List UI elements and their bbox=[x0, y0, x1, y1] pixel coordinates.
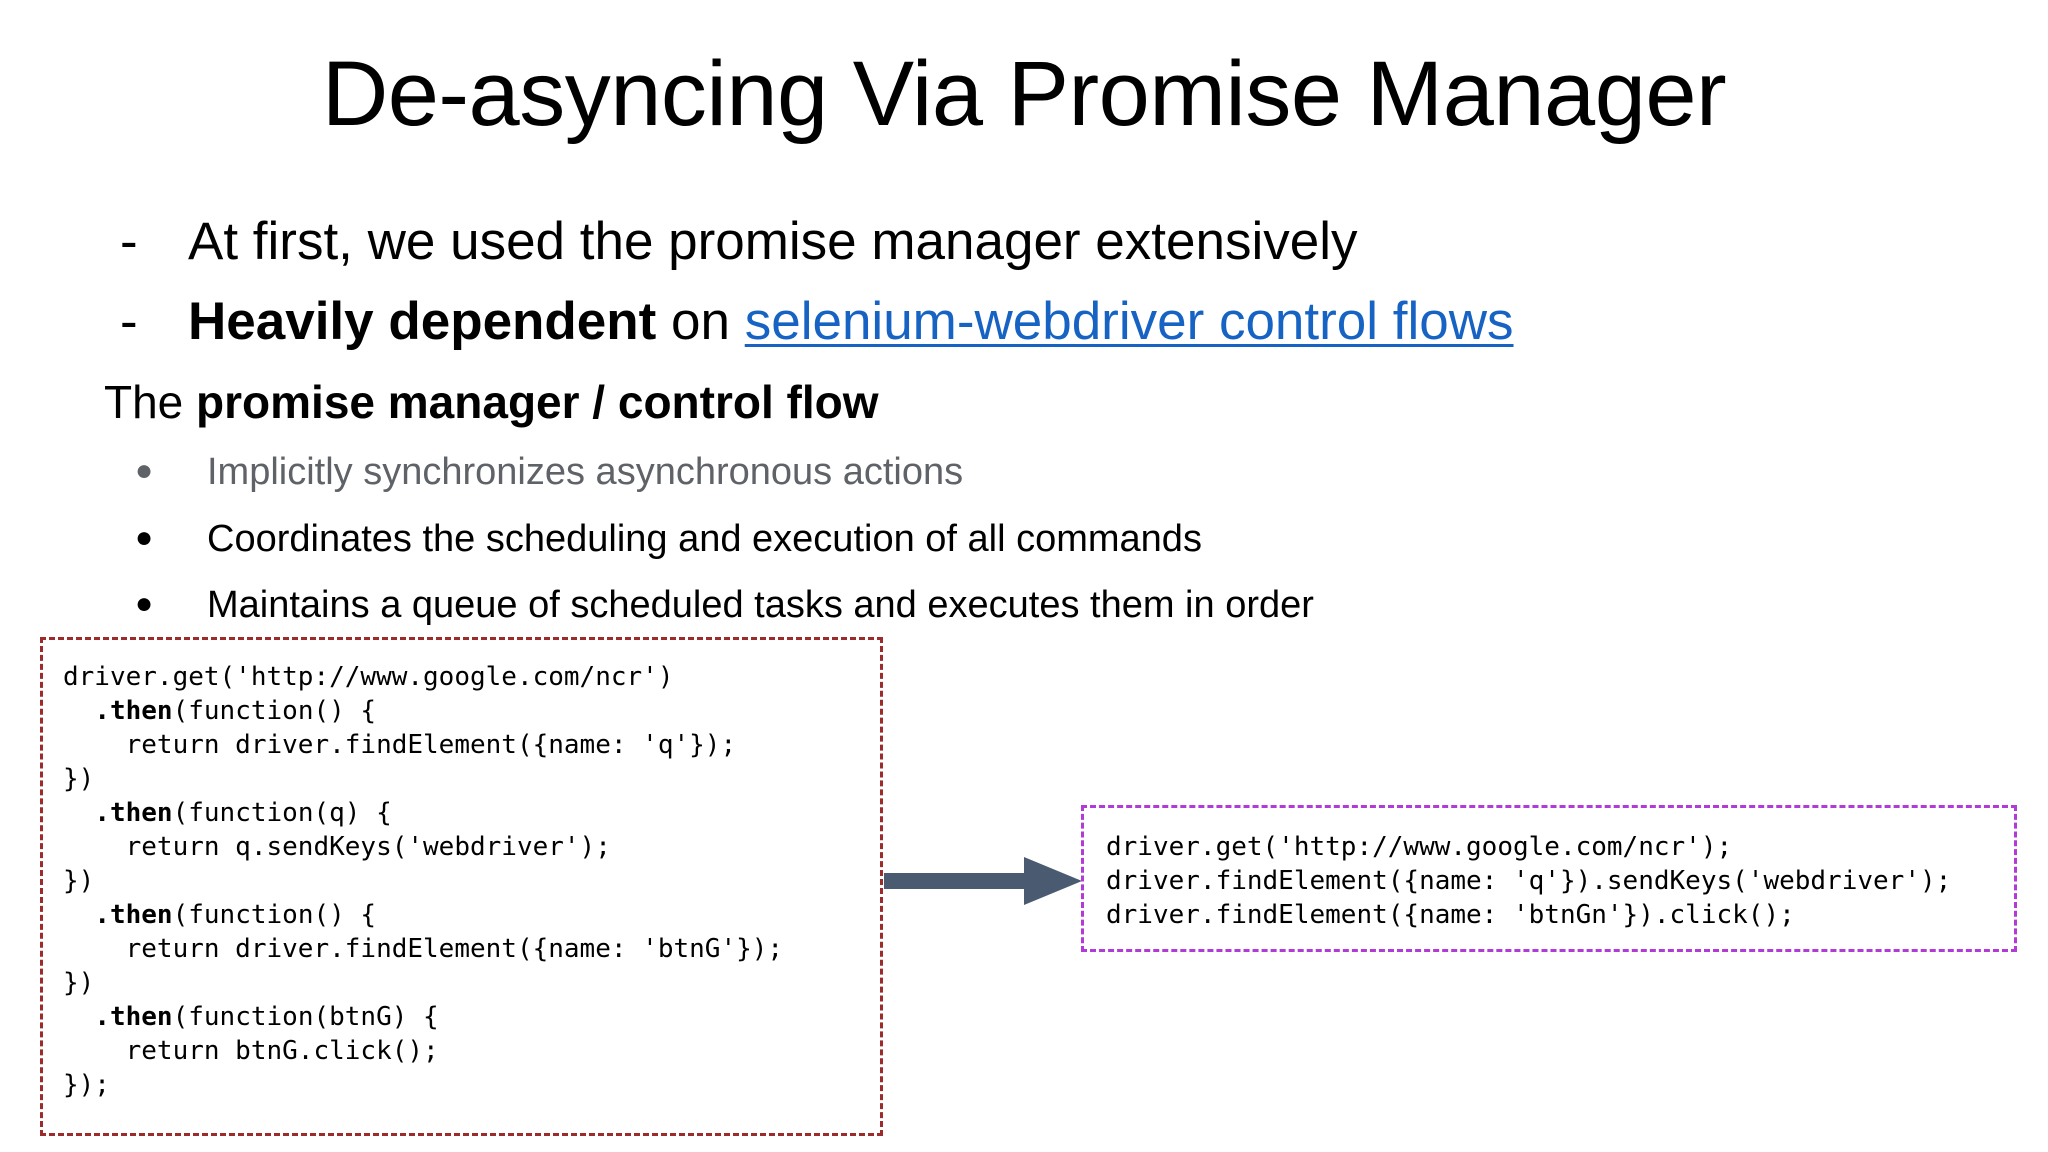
code-line: .then(function(q) { bbox=[63, 796, 880, 830]
code-text: (function(q) { bbox=[172, 798, 392, 828]
dash-bullet-marker: - bbox=[120, 212, 138, 271]
code-block-async-await: driver.get('http://www.google.com/ncr');… bbox=[1081, 805, 2017, 952]
selenium-webdriver-control-flows-link[interactable]: selenium-webdriver control flows bbox=[744, 291, 1514, 351]
code-keyword: .then bbox=[94, 1002, 173, 1032]
code-text: (function() { bbox=[172, 696, 377, 726]
code-keyword: .then bbox=[94, 696, 173, 726]
code-line: driver.get('http://www.google.com/ncr') bbox=[63, 660, 880, 694]
code-line: .then(function() { bbox=[63, 694, 880, 728]
code-line: return q.sendKeys('webdriver'); bbox=[63, 830, 880, 864]
code-text: (function(btnG) { bbox=[172, 1002, 439, 1032]
code-text: driver.findElement({name: 'q'}).sendKeys… bbox=[1106, 866, 1952, 896]
sub-heading: The promise manager / control flow bbox=[104, 375, 879, 430]
code-text: return driver.findElement({name: 'btnG'}… bbox=[63, 934, 784, 964]
code-text: driver.findElement({name: 'btnGn'}).clic… bbox=[1106, 900, 1795, 930]
feature-bullet-item: ● Maintains a queue of scheduled tasks an… bbox=[135, 583, 1635, 629]
code-line: return driver.findElement({name: 'q'}); bbox=[63, 728, 880, 762]
dash-bullet-marker: - bbox=[120, 291, 138, 351]
code-line: driver.findElement({name: 'btnGn'}).clic… bbox=[1106, 898, 2014, 932]
dot-bullet-marker: ● bbox=[135, 454, 154, 487]
sub-heading-emphasis: promise manager / control flow bbox=[196, 376, 879, 428]
feature-bullet-list: ● Implicitly synchronizes asynchronous ac… bbox=[135, 450, 1635, 650]
code-line: driver.findElement({name: 'q'}).sendKeys… bbox=[1106, 864, 2014, 898]
code-line: }) bbox=[63, 762, 880, 796]
code-text: return driver.findElement({name: 'q'}); bbox=[63, 730, 737, 760]
code-line: .then(function(btnG) { bbox=[63, 1000, 880, 1034]
top-bullet-item: -Heavily dependent on selenium-webdriver… bbox=[120, 288, 2000, 356]
code-text: }) bbox=[63, 968, 95, 998]
code-line: driver.get('http://www.google.com/ncr'); bbox=[1106, 830, 2014, 864]
feature-bullet-text: Coordinates the scheduling and execution… bbox=[207, 517, 1202, 560]
code-keyword: .then bbox=[94, 798, 173, 828]
dot-bullet-marker: ● bbox=[135, 520, 154, 554]
sub-heading-lead: The bbox=[104, 376, 197, 428]
code-text bbox=[63, 696, 94, 726]
feature-bullet-item: ● Coordinates the scheduling and executio… bbox=[135, 517, 1635, 563]
plain-text: At first, we used the promise manager ex… bbox=[188, 212, 1358, 271]
feature-bullet-text: Maintains a queue of scheduled tasks and… bbox=[207, 584, 1314, 627]
top-bullet-text: At first, we used the promise manager ex… bbox=[188, 208, 1357, 276]
code-line: }) bbox=[63, 864, 880, 898]
code-text: return btnG.click(); bbox=[63, 1036, 439, 1066]
code-line: return btnG.click(); bbox=[63, 1034, 880, 1068]
code-line: }); bbox=[63, 1068, 880, 1102]
emphasis-text: Heavily dependent bbox=[188, 291, 657, 351]
code-text bbox=[63, 1002, 94, 1032]
code-text: (function() { bbox=[172, 900, 377, 930]
feature-bullet-item: ● Implicitly synchronizes asynchronous ac… bbox=[135, 450, 1635, 496]
top-bullet-list: -At first, we used the promise manager e… bbox=[120, 208, 2000, 368]
code-line: return driver.findElement({name: 'btnG'}… bbox=[63, 932, 880, 966]
code-text: return q.sendKeys('webdriver'); bbox=[63, 832, 611, 862]
code-line: }) bbox=[63, 966, 880, 1000]
transform-arrow-icon bbox=[884, 855, 1084, 907]
dot-bullet-marker: ● bbox=[135, 587, 154, 621]
code-text: driver.get('http://www.google.com/ncr') bbox=[63, 662, 674, 692]
code-text: driver.get('http://www.google.com/ncr'); bbox=[1106, 832, 1733, 862]
plain-text: on bbox=[656, 291, 745, 351]
page-title: De-asyncing Via Promise Manager bbox=[321, 43, 1727, 145]
code-text: }); bbox=[63, 1070, 110, 1100]
code-text: }) bbox=[63, 866, 95, 896]
code-text: }) bbox=[63, 764, 95, 794]
code-block-promise-manager: driver.get('http://www.google.com/ncr') … bbox=[40, 637, 883, 1136]
top-bullet-item: -At first, we used the promise manager e… bbox=[120, 208, 2000, 276]
top-bullet-text: Heavily dependent on selenium-webdriver … bbox=[188, 288, 1514, 356]
code-text bbox=[63, 900, 94, 930]
code-text bbox=[63, 798, 94, 828]
code-line: .then(function() { bbox=[63, 898, 880, 932]
feature-bullet-text: Implicitly synchronizes asynchronous act… bbox=[207, 451, 964, 493]
code-keyword: .then bbox=[94, 900, 173, 930]
